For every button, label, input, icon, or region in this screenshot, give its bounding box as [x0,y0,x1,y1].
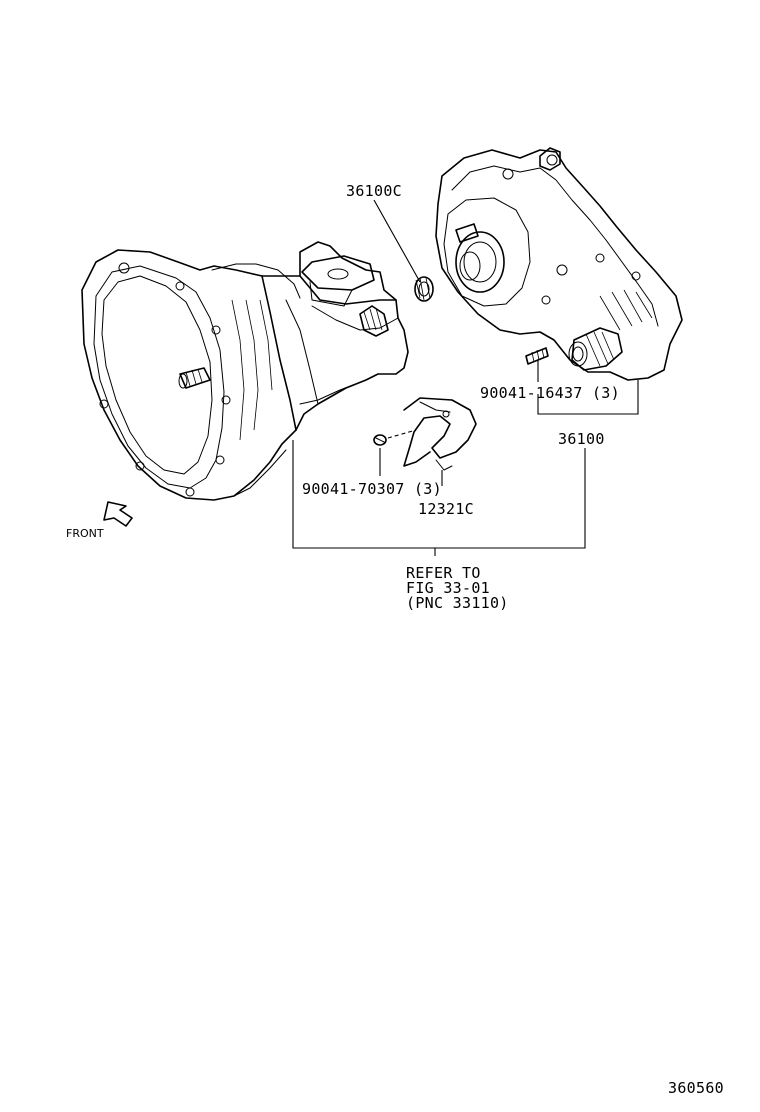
label-90041-70307: 90041-70307 (3) [302,480,442,498]
transmission-case-drawing [81,241,409,501]
label-36100: 36100 [558,430,605,448]
seal-36100c-drawing [414,276,434,302]
plug-drawing [373,429,417,446]
refer-line-2: FIG 33-01 [406,579,490,597]
extension-housing-drawing [435,147,683,381]
leader-lines [292,199,639,556]
figure-number: 360560 [668,1079,724,1097]
bracket-12321c-drawing [403,397,477,471]
label-36100c: 36100C [346,182,402,200]
refer-line-1: REFER TO [406,564,481,582]
refer-line-3: (PNC 33110) [406,594,509,612]
stud-bolt-drawing [525,347,549,365]
front-arrow-icon [103,501,133,527]
label-12321c: 12321C [418,500,474,518]
label-front: FRONT [66,527,104,540]
label-90041-16437: 90041-16437 (3) [480,384,620,402]
